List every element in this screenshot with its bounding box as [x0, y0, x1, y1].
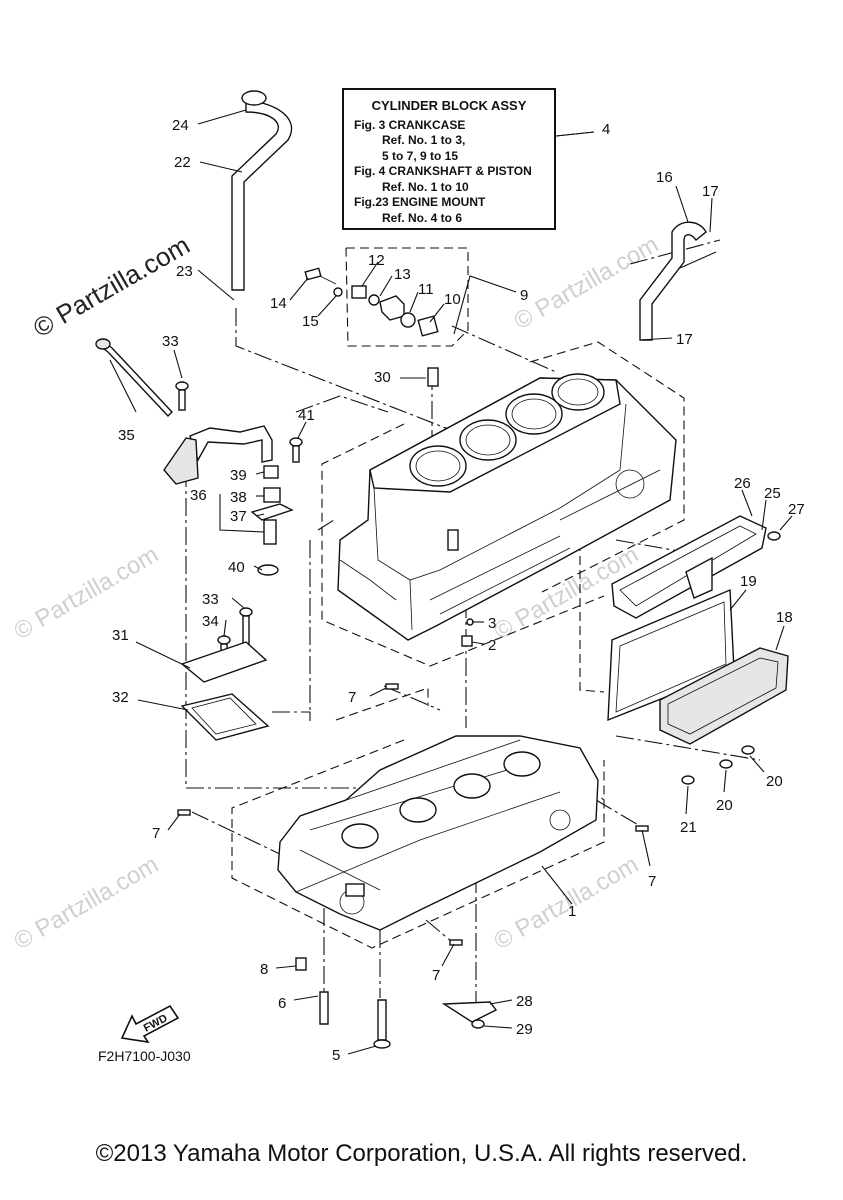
- callout-label: 1: [568, 903, 576, 920]
- callout-label: 14: [270, 295, 287, 312]
- crankcase: [277, 735, 599, 931]
- watermark-text: © Partzilla.com: [10, 851, 164, 955]
- forward-arrow-icon: FWD: [120, 1004, 180, 1044]
- callout-label: 16: [656, 169, 673, 186]
- legend-line: Fig. 3 CRANKCASE: [354, 117, 466, 132]
- legend-line: 5 to 7, 9 to 15: [382, 148, 459, 163]
- callout-label: 24: [172, 117, 189, 134]
- callout-label: 13: [394, 266, 411, 283]
- callout-label: 18: [776, 609, 793, 626]
- callout-label: 34: [202, 613, 219, 630]
- callout-label: 38: [230, 489, 247, 506]
- callout-label: 32: [112, 689, 129, 706]
- center-lines: [185, 239, 761, 1002]
- callout-label: 33: [162, 333, 179, 350]
- callout-label: 21: [680, 819, 697, 836]
- callout-label: 27: [788, 501, 805, 518]
- watermark-main: © Partzilla.com: [28, 230, 195, 344]
- legend-line: Fig. 4 CRANKSHAFT & PISTON: [354, 164, 532, 178]
- callout-label: 23: [176, 263, 193, 280]
- callout-label: 40: [228, 559, 245, 576]
- legend-line: Ref. No. 1 to 10: [382, 179, 469, 194]
- fwd-label: FWD: [142, 1012, 170, 1034]
- watermark-text: © Partzilla.com: [490, 851, 644, 955]
- callout-label: 7: [348, 689, 356, 706]
- callout-label: 5: [332, 1047, 340, 1064]
- legend-title: CYLINDER BLOCK ASSY: [371, 98, 527, 113]
- callout-label: 7: [432, 967, 440, 984]
- reference-legend: CYLINDER BLOCK ASSY Fig. 3 CRANKCASE Ref…: [342, 88, 556, 230]
- callout-labels: 24 22 23 14 15 12 13 11 10 9 4 16 17 17 …: [112, 117, 805, 1064]
- callout-label: 25: [764, 485, 781, 502]
- callout-label: 7: [152, 825, 160, 842]
- copyright-notice: ©2013 Yamaha Motor Corporation, U.S.A. A…: [95, 1140, 748, 1167]
- callout-label: 41: [298, 407, 315, 424]
- callout-label: 11: [418, 281, 434, 298]
- callout-label: 6: [278, 995, 286, 1012]
- callout-label: 36: [190, 487, 207, 504]
- callout-label: 22: [174, 154, 191, 171]
- leader-lines: [109, 109, 793, 1055]
- callout-label: 37: [230, 508, 247, 525]
- callout-label: 20: [716, 797, 733, 814]
- hardware: [175, 267, 781, 1049]
- watermark-text: © Partzilla.com: [10, 541, 164, 645]
- legend-leader: [555, 131, 595, 137]
- drawing-code: F2H7100-J030: [98, 1048, 191, 1064]
- callout-label: 39: [230, 467, 247, 484]
- callout-label: 19: [740, 573, 757, 590]
- side-covers: [607, 515, 789, 745]
- callout-label: 26: [734, 475, 751, 492]
- callout-label: 4: [602, 121, 610, 138]
- callout-label: 7: [648, 873, 656, 890]
- callout-label: 12: [368, 252, 385, 269]
- cylinder-block: [337, 367, 677, 641]
- callout-label: 31: [112, 627, 129, 644]
- callout-label: 2: [488, 637, 496, 654]
- callout-label: 8: [260, 961, 268, 978]
- callout-label: 3: [488, 615, 496, 632]
- legend-line: Ref. No. 4 to 6: [382, 210, 463, 225]
- callout-label: 9: [520, 287, 528, 304]
- callout-label: 35: [118, 427, 135, 444]
- legend-line: Ref. No. 1 to 3,: [382, 133, 466, 147]
- legend-line: Fig.23 ENGINE MOUNT: [354, 195, 486, 209]
- callout-label: 15: [302, 313, 319, 330]
- callout-label: 20: [766, 773, 783, 790]
- callout-label: 10: [444, 291, 461, 308]
- callout-label: 33: [202, 591, 219, 608]
- hoses: [95, 90, 707, 485]
- callout-label: 30: [374, 369, 391, 386]
- callout-label: 28: [516, 993, 533, 1010]
- callout-label: 17: [702, 183, 719, 200]
- callout-label: 17: [676, 331, 693, 348]
- callout-label: 29: [516, 1021, 533, 1038]
